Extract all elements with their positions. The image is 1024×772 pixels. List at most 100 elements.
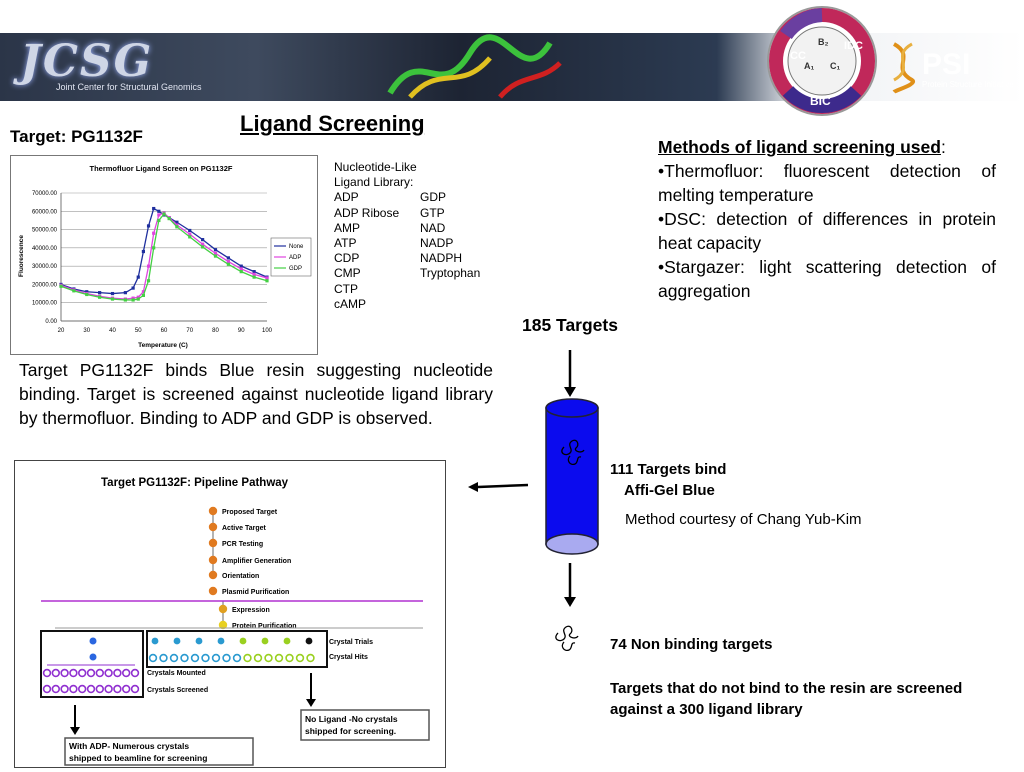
crystal-dot — [261, 637, 269, 645]
bind-line: Affi-Gel Blue — [624, 482, 715, 499]
chart-point — [72, 289, 76, 293]
thermofluor-chart: Thermofluor Ligand Screen on PG1132F Flu… — [10, 155, 318, 355]
crystal-dot — [232, 653, 242, 663]
crystal-dot — [211, 653, 221, 663]
chart-series-line-adp — [60, 212, 268, 300]
with-adp-line: shipped to beamline for screening — [69, 753, 207, 763]
crystal-dot — [42, 684, 52, 694]
crystal-dot — [51, 684, 60, 694]
library-ligand: ADP — [334, 190, 359, 205]
pipeline-step-label: PCR Testing — [222, 541, 263, 548]
no-ligand-line: No Ligand -No crystals — [305, 714, 398, 724]
crystal-dot — [69, 684, 78, 694]
library-row: ADP GDP — [334, 190, 480, 205]
chart-point — [141, 293, 145, 297]
chart-point — [98, 295, 102, 299]
chart-point — [175, 220, 179, 224]
crystal-dot — [217, 637, 225, 645]
chart-point — [110, 291, 115, 296]
chart-point — [136, 275, 140, 279]
chart-point — [226, 256, 230, 260]
psi-logo: PSI — [922, 48, 971, 81]
chart-legend-label: ADP — [289, 255, 301, 261]
chart-x-tick-label: 70 — [186, 328, 193, 334]
method-item-dsc: •DSC: detection of differences in protei… — [658, 209, 996, 253]
chart-y-tick-label: 30000.00 — [32, 264, 58, 270]
chart-x-tick-label: 60 — [161, 328, 168, 334]
crystal-dot — [95, 668, 105, 678]
library-row: CTP — [334, 282, 480, 297]
pipeline-step-marker — [208, 506, 218, 516]
chart-point — [226, 262, 230, 266]
chart-point — [213, 248, 218, 252]
crystals-screened-label: Crystals Screened — [147, 687, 208, 694]
crystal-dot — [148, 653, 158, 663]
chart-y-tick-label: 50000.00 — [32, 228, 58, 234]
pipeline-pathway-figure: Target PG1132F: Pipeline Pathway Propose… — [14, 460, 446, 768]
chart-x-tick-label: 90 — [238, 328, 245, 334]
crystal-dot — [60, 684, 69, 694]
badge-label-idc: IDC — [844, 40, 863, 52]
pipeline-step-marker — [208, 522, 218, 532]
chart-point — [213, 254, 218, 258]
crystal-dot — [295, 653, 305, 663]
crystal-dot — [274, 653, 284, 663]
arrow-down-icon — [564, 387, 576, 397]
crystal-dot — [195, 637, 203, 645]
chart-point — [201, 245, 205, 249]
crystal-dot — [95, 684, 105, 694]
badge-label-bic: BIC — [810, 94, 831, 108]
crystal-dot — [42, 668, 52, 678]
library-ligand: GDP — [420, 190, 447, 205]
crystal-dot — [151, 637, 159, 645]
pipeline-step-label: Expression — [232, 607, 270, 614]
chart-point — [123, 291, 127, 295]
chart-x-tick-label: 80 — [212, 328, 219, 334]
crystal-trials-box — [146, 630, 328, 668]
psi-centers-badge: CC B₂ IDC A₁ C₁ BIC — [767, 6, 877, 116]
chart-point — [252, 270, 256, 274]
crystal-dot — [51, 668, 60, 678]
chart-point — [131, 298, 135, 302]
chart-point — [157, 213, 161, 217]
chart-point — [123, 298, 127, 302]
library-ligand: ADP Ribose — [334, 205, 400, 220]
chart-y-tick-label: 40000.00 — [32, 246, 58, 252]
no-ligand-line: shipped for screening. — [305, 726, 396, 736]
pipeline-step-marker — [208, 538, 218, 548]
crystal-dot — [283, 637, 291, 645]
crystal-dot — [77, 668, 87, 678]
chart-x-axis-label: Temperature (C) — [138, 342, 188, 349]
chart-point — [146, 264, 151, 268]
page-title: Ligand Screening — [240, 111, 425, 136]
crystal-dot — [305, 637, 313, 645]
chart-point — [265, 276, 269, 280]
crystal-dot — [239, 637, 247, 645]
chart-point — [141, 249, 145, 254]
bind-line: 111 Targets bind — [610, 461, 727, 478]
crystal-dot — [306, 653, 315, 663]
badge-label-cc: CC — [790, 50, 806, 62]
crystal-hits-label: Crystal Hits — [329, 654, 368, 661]
crystal-dot — [113, 668, 122, 678]
crystal-dot — [77, 684, 87, 694]
crystal-dot — [86, 684, 96, 694]
chart-point — [85, 292, 89, 297]
with-adp-line: With ADP- Numerous crystals — [69, 741, 189, 751]
pipeline-step-marker — [208, 586, 218, 596]
crystal-dot — [130, 668, 140, 678]
chart-series-line-none — [60, 207, 268, 295]
crystals-mounted-box — [40, 630, 144, 698]
pipeline-step-marker — [218, 620, 228, 630]
crystal-dot — [89, 637, 97, 645]
crystal-dot — [130, 684, 140, 694]
crystal-dot — [222, 653, 231, 663]
pipeline-step-label: Active Target — [222, 525, 266, 532]
chart-point — [239, 270, 243, 274]
chart-point — [167, 217, 171, 221]
library-row: cAMP — [334, 297, 480, 312]
chart-series-line-gdp — [60, 213, 268, 301]
pipeline-step-marker — [208, 570, 218, 580]
bind-count-label: 111 Targets bind Affi-Gel Blue — [610, 459, 726, 501]
chart-x-tick-label: 20 — [58, 328, 65, 334]
